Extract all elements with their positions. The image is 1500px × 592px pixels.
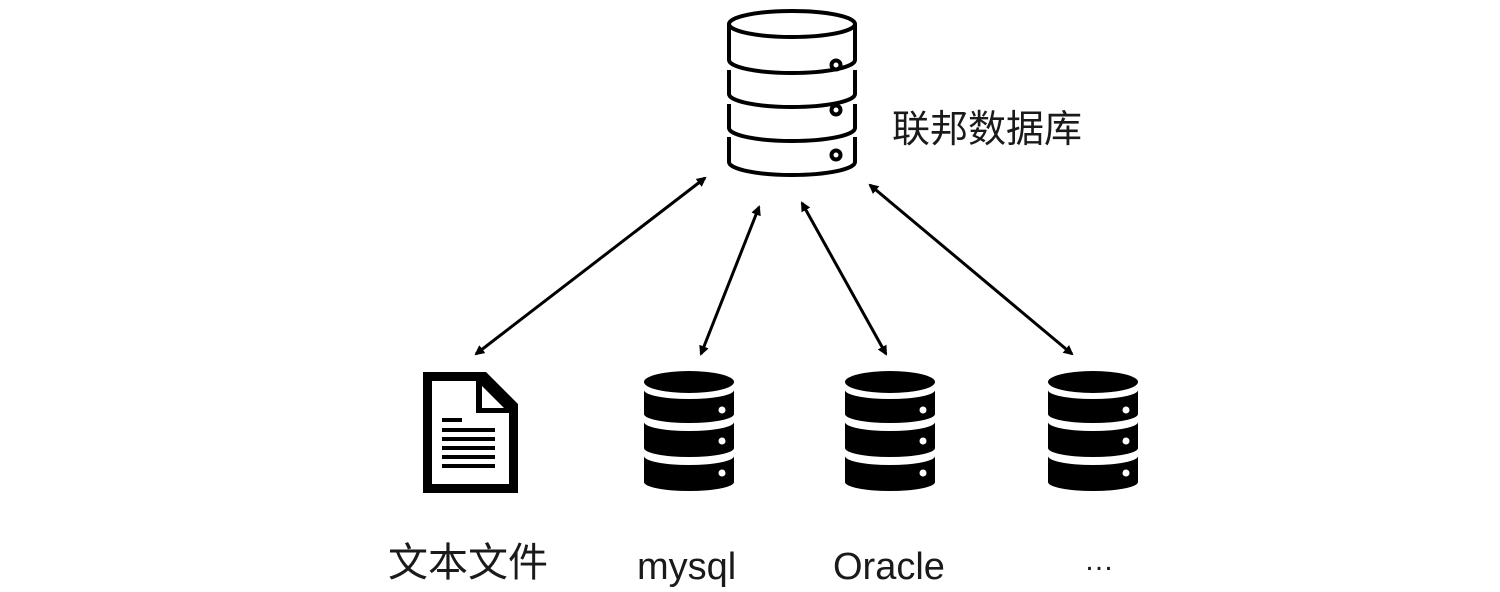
mysql-label: mysql [637,546,737,588]
oracle-label: Oracle [833,546,945,588]
arrow-to-text-file [474,176,707,356]
arrow-to-oracle [800,201,888,356]
database-icon [1048,371,1138,491]
database-icon [845,371,935,491]
database-icon [644,371,734,491]
federated-database-label: 联邦数据库 [892,107,1083,151]
connection-arrows [474,176,1074,356]
arrow-to-mysql [699,205,761,356]
more-sources-label: … [1084,544,1114,577]
arrow-to-more [868,183,1074,356]
text-file-label: 文本文件 [388,540,548,586]
database-server-icon [727,9,857,177]
text-file-icon [423,372,518,493]
